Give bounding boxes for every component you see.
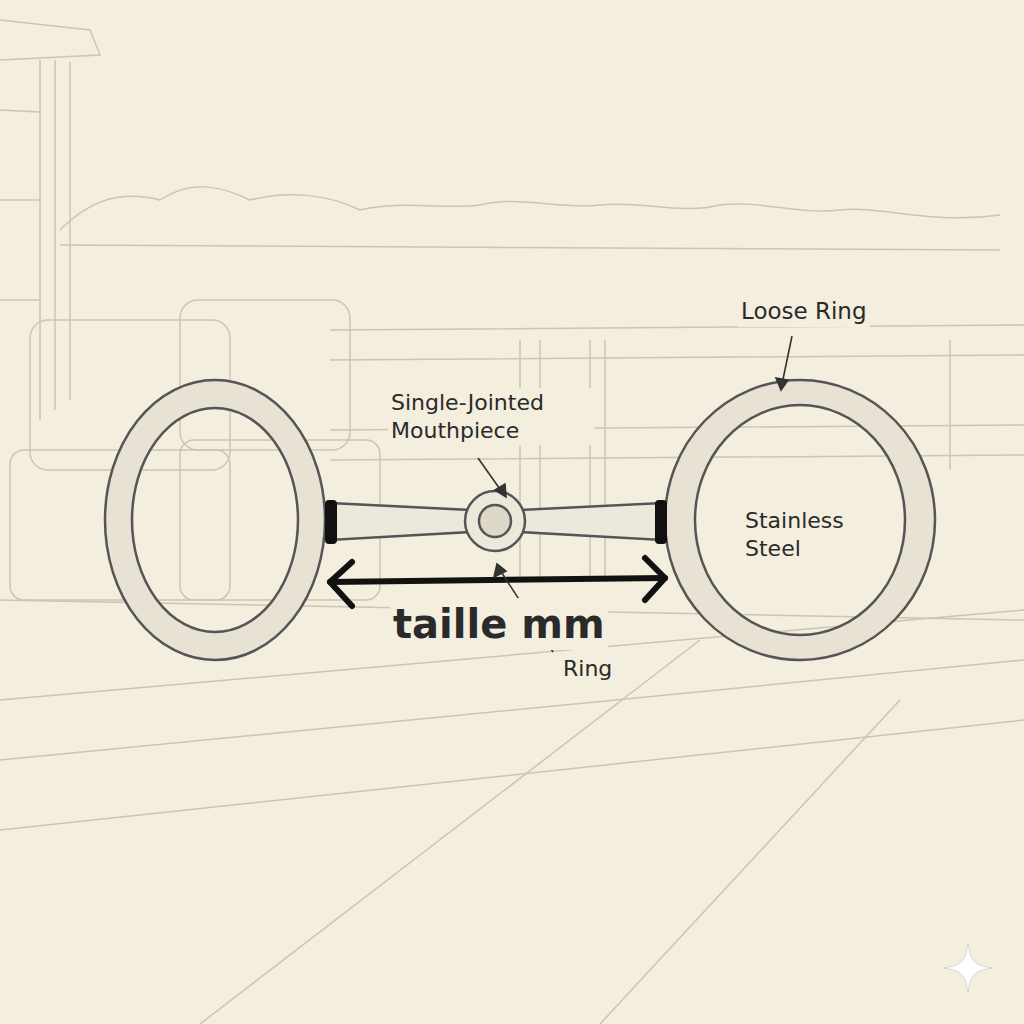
snaffle-bit	[105, 380, 935, 660]
right-band	[655, 500, 667, 544]
material-label: Stainless Steel	[742, 506, 878, 563]
left-ring	[105, 380, 325, 660]
right-cannon	[520, 503, 662, 540]
dimension-label: taille mm	[390, 598, 608, 650]
sparkle-watermark	[944, 944, 992, 992]
right-ring	[665, 380, 935, 660]
left-band	[325, 500, 337, 544]
left-cannon	[330, 503, 470, 540]
background-sketch	[0, 20, 1024, 1024]
part-label: Loose Ring	[738, 296, 870, 327]
part-label: Ring	[560, 654, 615, 684]
joint	[465, 491, 525, 551]
part-label: Single-Jointed Mouthpiece	[388, 388, 594, 445]
